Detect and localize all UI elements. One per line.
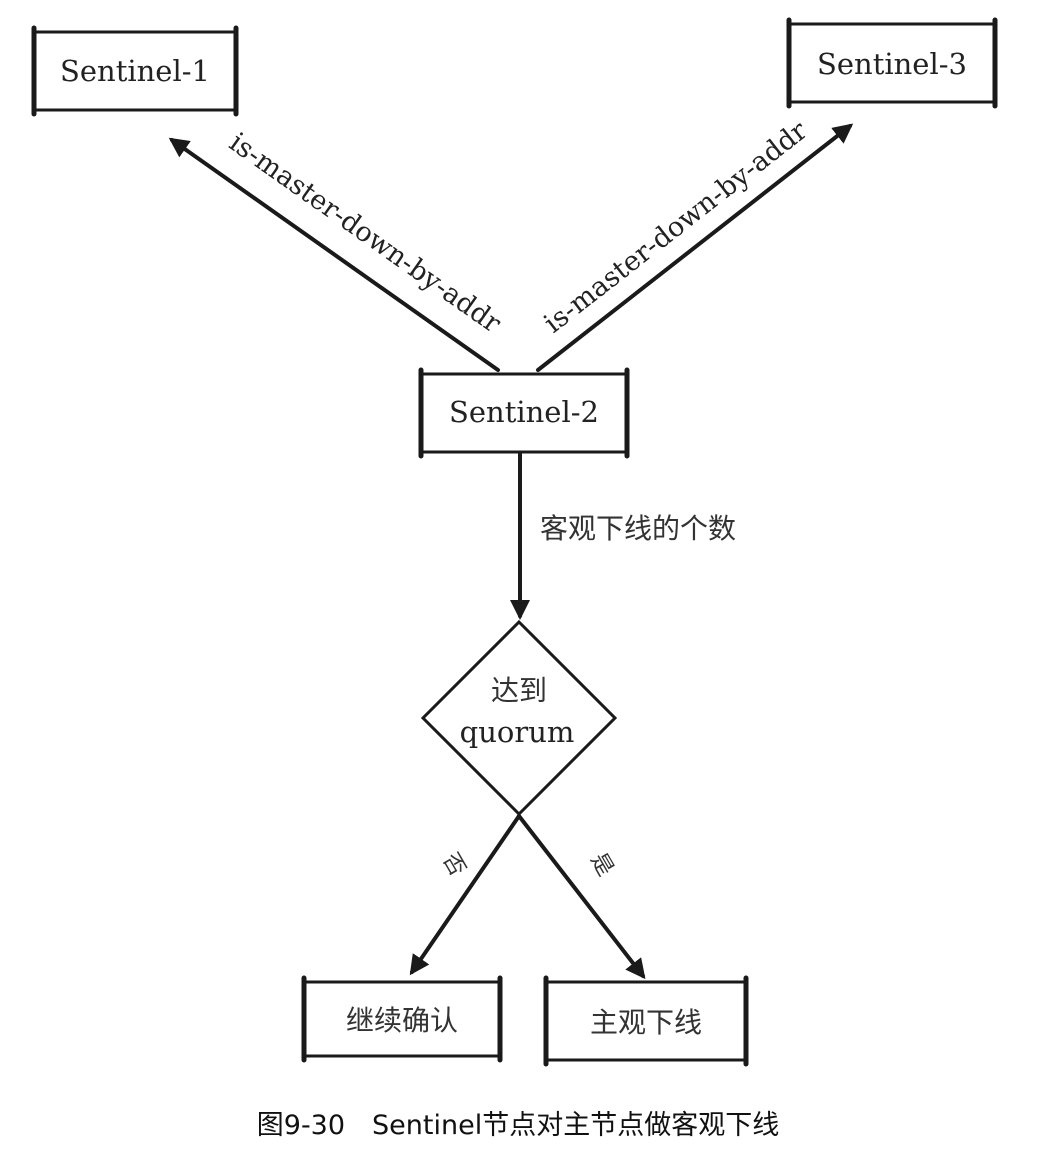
subjective-down-box: 主观下线	[543, 975, 749, 1067]
continue-confirm-label: 继续确认	[346, 1004, 458, 1037]
sentinel-2-label: Sentinel-2	[449, 395, 599, 429]
continue-confirm-box: 继续确认	[301, 975, 503, 1063]
edge-no-branch	[409, 814, 521, 976]
edge-label-to-sentinel-1: is-master-down-by-addr	[223, 127, 506, 339]
edge-to-sentinel-3	[536, 123, 854, 372]
edge-yes-branch	[517, 814, 646, 980]
quorum-decision: 达到 quorum	[420, 619, 618, 817]
sentinel-3-label: Sentinel-3	[817, 47, 967, 81]
edge-label-no: 否	[437, 849, 470, 881]
edge-to-sentinel-1	[168, 137, 500, 372]
sentinel-1-label: Sentinel-1	[60, 54, 210, 88]
edge-label-yes: 是	[585, 849, 618, 881]
sentinel-2-box: Sentinel-2	[418, 367, 630, 459]
decision-label-line2: quorum	[460, 715, 575, 749]
sentinel-1-box: Sentinel-1	[31, 25, 239, 117]
decision-label-line1: 达到	[491, 674, 547, 707]
edge-label-to-sentinel-3: is-master-down-by-addr	[538, 115, 813, 339]
subjective-down-label: 主观下线	[590, 1006, 702, 1039]
sentinel-3-box: Sentinel-3	[786, 17, 998, 109]
edge-label-to-decision: 客观下线的个数	[540, 512, 736, 545]
figure-caption: 图9-30 Sentinel节点对主节点做客观下线	[257, 1110, 779, 1141]
